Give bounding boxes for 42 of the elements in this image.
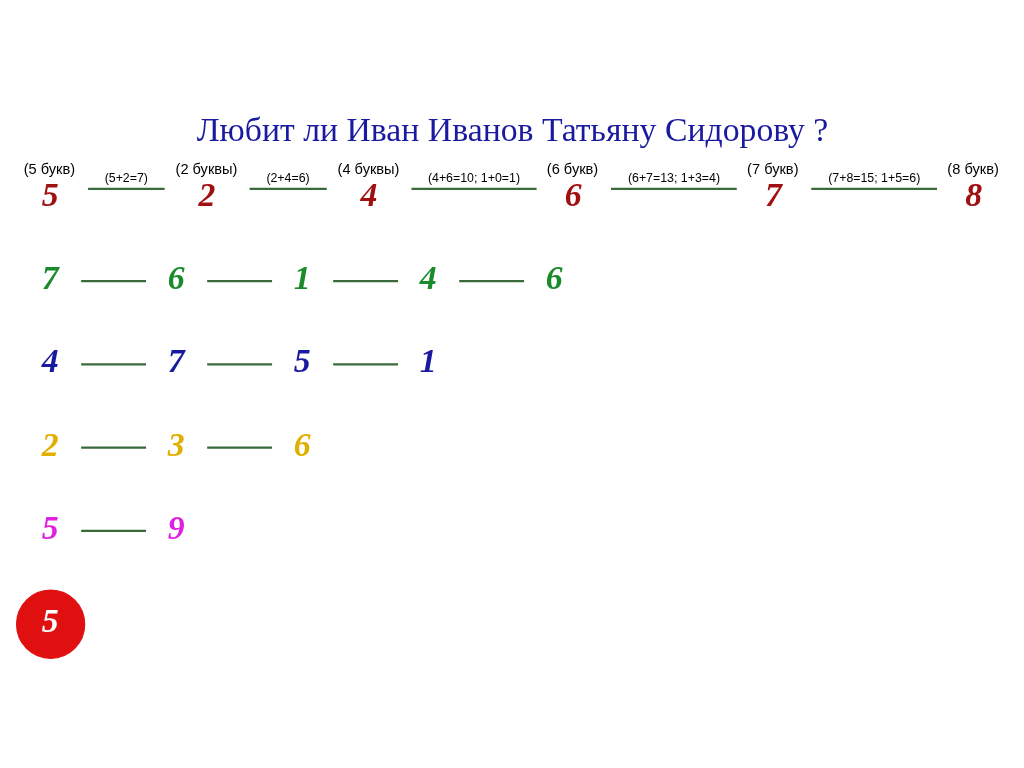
node-text: 6 — [167, 259, 185, 297]
node-text: 4 — [419, 259, 437, 297]
diagram-title: Любит ли Иван Иванов Татьяну Сидорову ? — [196, 111, 828, 149]
node-label: (8 букв) — [946, 160, 999, 177]
edge-label: (2+4=6) — [265, 170, 310, 185]
node-text: 3 — [167, 425, 185, 463]
connector — [80, 529, 146, 533]
connector — [410, 187, 537, 191]
node-label: (6 букв) — [546, 160, 598, 177]
node-text: 2 — [41, 425, 58, 463]
connector — [810, 187, 937, 191]
node-text: 6 — [293, 425, 311, 463]
node-label: (2 буквы) — [175, 160, 237, 177]
connector — [87, 187, 165, 191]
connector — [206, 446, 272, 449]
connector — [458, 280, 524, 283]
node-text: 6 — [545, 259, 563, 297]
edge-label: (6+7=13; 1+3=4) — [627, 170, 720, 185]
connector — [80, 280, 146, 283]
connector — [206, 280, 272, 283]
node-text: 1 — [293, 259, 311, 297]
edge-label: (4+6=10; 1+0=1) — [427, 170, 520, 185]
node-text: 4 — [41, 342, 58, 380]
node-label: (5 букв) — [23, 160, 75, 177]
connector — [80, 446, 146, 449]
node-text: 7 — [167, 342, 185, 380]
node-text: 7 — [41, 259, 58, 297]
connector — [249, 187, 327, 191]
node-text: 1 — [419, 342, 437, 380]
edge-label: (7+8=15; 1+5=6) — [827, 170, 920, 185]
connector — [610, 187, 737, 191]
node-circle: 5 — [15, 589, 85, 659]
connector — [206, 363, 272, 366]
node-text: 5 — [293, 342, 311, 380]
node-label: (4 буквы) — [337, 160, 399, 177]
connector — [332, 280, 398, 283]
edge-label: (5+2=7) — [104, 170, 148, 185]
connector — [332, 363, 398, 366]
node-text: 9 — [167, 508, 185, 546]
connector — [80, 363, 146, 366]
node-label: (7 букв) — [746, 160, 799, 177]
node-text: 5 — [41, 508, 58, 546]
